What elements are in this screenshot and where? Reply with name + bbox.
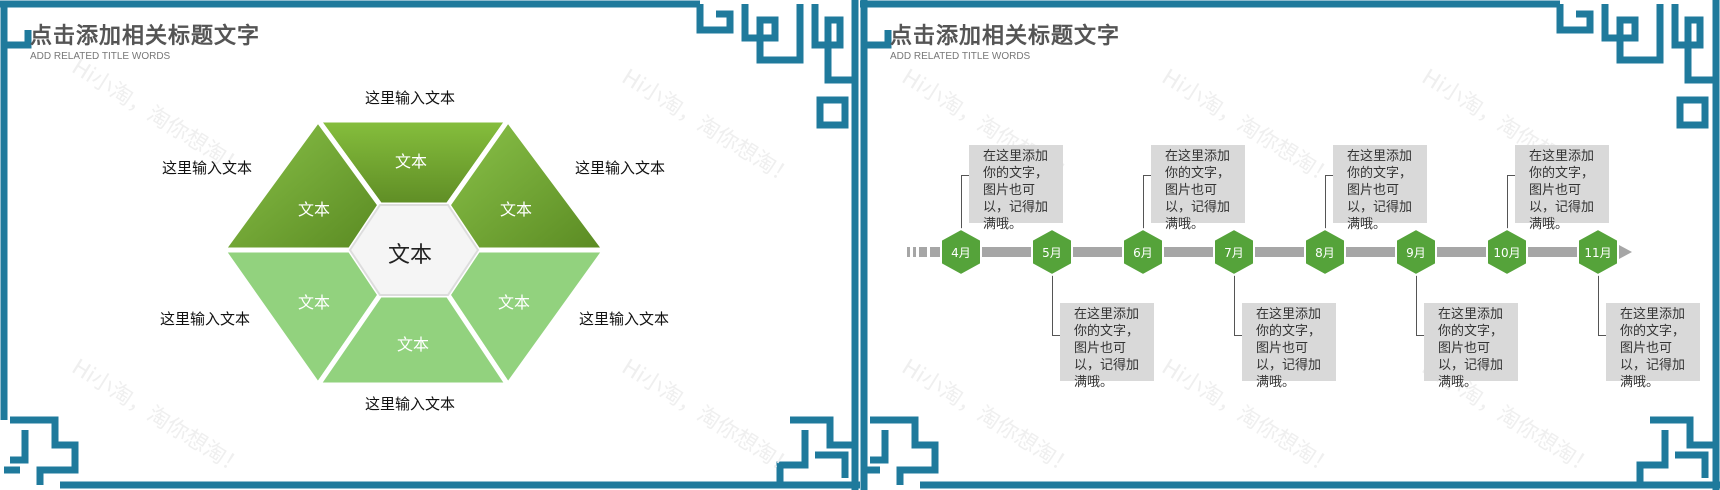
milestone-hexagon xyxy=(1213,228,1255,276)
milestone-month: 5月 xyxy=(1042,246,1062,260)
slide-subtitle[interactable]: ADD RELATED TITLE WORDS xyxy=(30,51,171,62)
chinese-fret-frame xyxy=(0,0,860,490)
outer-label-lower-left: 这里输入文本 xyxy=(160,310,251,328)
outer-label-lower-right: 这里输入文本 xyxy=(579,310,670,328)
milestone-connector xyxy=(1234,274,1235,335)
milestone-note[interactable]: 在这里添加你的文字，图片也可以，记得加满哦。 xyxy=(1151,145,1245,232)
milestone-hexagon xyxy=(1304,228,1346,276)
outer-label-bottom: 这里输入文本 xyxy=(365,395,456,413)
milestone-month: 11月 xyxy=(1584,246,1612,260)
milestone-month: 9月 xyxy=(1406,246,1426,260)
segment-label-upper-right: 文本 xyxy=(500,200,533,219)
milestone-month: 6月 xyxy=(1133,246,1153,260)
milestone-month: 7月 xyxy=(1224,246,1244,260)
milestone-note[interactable]: 在这里添加你的文字，图片也可以，记得加满哦。 xyxy=(1424,303,1518,390)
milestone-connector xyxy=(1416,274,1417,335)
center-hexagon xyxy=(348,204,480,296)
hexagon-diagram xyxy=(223,120,605,385)
slide-title[interactable]: 点击添加相关标题文字 xyxy=(30,24,261,49)
slide-subtitle[interactable]: ADD RELATED TITLE WORDS xyxy=(890,51,1031,62)
milestone-hexagon xyxy=(1577,228,1619,276)
milestone-note[interactable]: 在这里添加你的文字，图片也可以，记得加满哦。 xyxy=(1242,303,1336,390)
milestone-month: 10月 xyxy=(1493,246,1521,260)
segment-label-top: 文本 xyxy=(395,152,428,171)
center-label: 文本 xyxy=(388,243,433,268)
milestone-hexagon xyxy=(1031,228,1073,276)
milestone-hexagon xyxy=(1122,228,1164,276)
segment-label-bottom: 文本 xyxy=(397,335,430,354)
milestone-note[interactable]: 在这里添加你的文字，图片也可以，记得加满哦。 xyxy=(1333,145,1427,232)
milestone-connector xyxy=(1325,175,1326,230)
milestone-hexagon xyxy=(940,228,982,276)
milestone-connector xyxy=(961,175,962,230)
outer-label-upper-left: 这里输入文本 xyxy=(162,159,253,177)
milestone-note[interactable]: 在这里添加你的文字，图片也可以，记得加满哦。 xyxy=(1515,145,1609,232)
milestone-connector xyxy=(1143,175,1144,230)
outer-label-top: 这里输入文本 xyxy=(365,89,456,107)
milestone-hexagon xyxy=(1395,228,1437,276)
milestone-hexagon xyxy=(1486,228,1528,276)
slide-hexagon: 点击添加相关标题文字 ADD RELATED TITLE WORDS Hi小淘，… xyxy=(0,0,860,490)
outer-label-upper-right: 这里输入文本 xyxy=(575,159,666,177)
segment-label-lower-right: 文本 xyxy=(498,293,531,312)
milestone-month: 8月 xyxy=(1315,246,1335,260)
milestone-connector xyxy=(1507,175,1508,230)
milestone-connector xyxy=(1052,274,1053,335)
milestone-note[interactable]: 在这里添加你的文字，图片也可以，记得加满哦。 xyxy=(1060,303,1154,390)
slide-title[interactable]: 点击添加相关标题文字 xyxy=(890,24,1121,49)
milestone-connector xyxy=(1598,274,1599,335)
chinese-fret-frame xyxy=(860,0,1720,490)
segment-label-upper-left: 文本 xyxy=(298,200,331,219)
milestone-note[interactable]: 在这里添加你的文字，图片也可以，记得加满哦。 xyxy=(1606,303,1700,390)
slide-timeline: 点击添加相关标题文字 ADD RELATED TITLE WORDS Hi小淘，… xyxy=(860,0,1720,490)
segment-label-lower-left: 文本 xyxy=(298,293,331,312)
milestone-note[interactable]: 在这里添加你的文字，图片也可以，记得加满哦。 xyxy=(969,145,1063,232)
milestone-month: 4月 xyxy=(951,246,971,260)
